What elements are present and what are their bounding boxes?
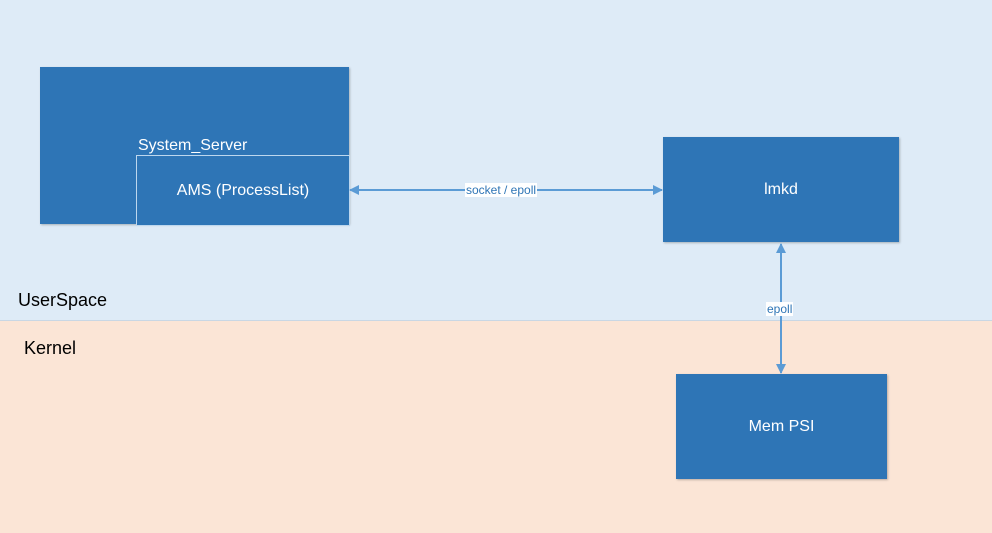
ams-box: AMS (ProcessList) (136, 155, 350, 226)
userspace-label: UserSpace (18, 290, 108, 310)
mem-psi-box: Mem PSI (676, 374, 887, 479)
system-server-label: System_Server (138, 137, 248, 154)
kernel-label: Kernel (24, 338, 77, 358)
ams-label: AMS (ProcessList) (176, 181, 310, 199)
socket-epoll-label: socket / epoll (465, 183, 538, 197)
epoll-label: epoll (766, 302, 794, 316)
mem-psi-label: Mem PSI (748, 417, 815, 435)
lmkd-label: lmkd (764, 180, 798, 198)
lmkd-box: lmkd (663, 137, 899, 242)
